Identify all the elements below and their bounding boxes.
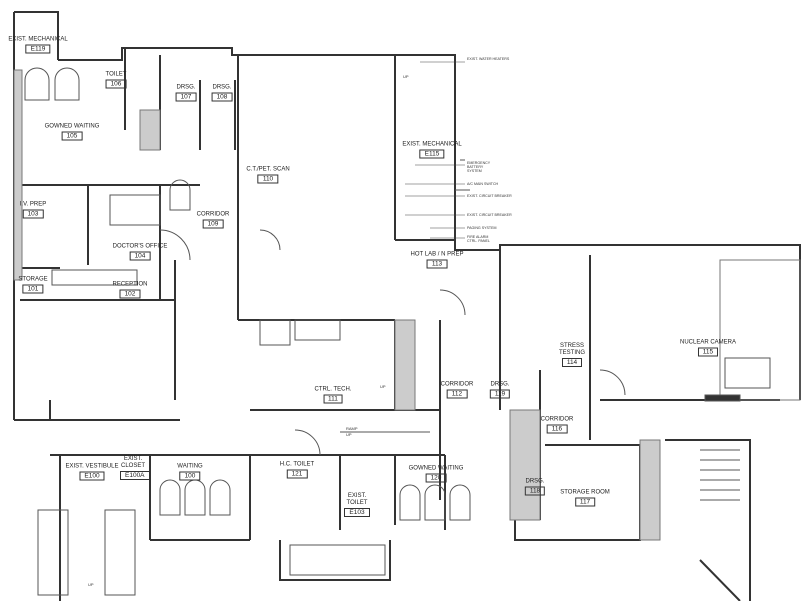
room-name: STRESS TESTING — [558, 343, 585, 356]
room-name: EXIST. MECHANICAL — [402, 141, 462, 148]
room-e100a: EXIST. CLOSET E100A — [120, 456, 150, 480]
room-name: C.T./PET. SCAN — [246, 166, 290, 173]
room-119: DRSG.119 — [489, 381, 511, 399]
room-name: CTRL. TECH. — [314, 386, 352, 393]
room-number: 121 — [286, 469, 308, 479]
room-name: NUCLEAR CAMERA — [679, 339, 737, 346]
note-ac-main-switch: A/C MAIN SWITCH — [467, 182, 499, 186]
room-name: GOWNED WAITING — [408, 465, 464, 472]
room-number: 108 — [211, 92, 233, 102]
room-number: 102 — [119, 289, 141, 299]
room-number: 118 — [524, 486, 546, 496]
room-name: CORRIDOR — [540, 416, 574, 423]
room-number: 101 — [22, 284, 44, 294]
room-name: GOWNED WAITING — [44, 123, 100, 130]
room-name: TOILET — [105, 71, 127, 78]
room-name: WAITING — [177, 463, 203, 470]
room-name: EXIST. TOILET — [346, 493, 368, 506]
ramp-up-label: UP — [346, 432, 352, 437]
room-number: E115 — [419, 149, 445, 159]
room-number: 109 — [202, 219, 224, 229]
room-name: EXIST. VESTIBULE — [65, 463, 119, 470]
room-number: 119 — [489, 389, 511, 399]
room-111: CTRL. TECH.111 — [314, 386, 352, 404]
room-name: STORAGE — [18, 276, 48, 283]
up-label: UP — [88, 582, 94, 587]
room-number: E100 — [79, 471, 105, 481]
room-number: 110 — [257, 174, 279, 184]
room-number: 120 — [425, 473, 447, 483]
room-name: DRSG. — [525, 478, 545, 485]
note-circuit-breaker-2: EXIST. CIRCUIT BREAKER — [467, 213, 512, 217]
room-name: I.V. PREP — [19, 201, 47, 208]
room-number: 107 — [175, 92, 197, 102]
room-number: E103 — [344, 508, 370, 517]
room-number: 114 — [561, 358, 583, 367]
room-number: 106 — [105, 79, 127, 89]
room-name: CORRIDOR — [196, 211, 230, 218]
room-number: 112 — [446, 389, 468, 399]
note-fire-alarm: FIRE ALARM CTRL. PANEL — [467, 235, 490, 243]
room-108: DRSG.108 — [211, 84, 233, 102]
note-emergency-battery: EMERGENCY BATTERY SYSTEM — [467, 161, 491, 173]
room-number: E119 — [25, 44, 51, 54]
room-name: RECEPTION — [112, 281, 148, 288]
up-label: UP — [380, 384, 386, 389]
room-number: 105 — [61, 131, 83, 141]
room-number: 116 — [546, 424, 568, 434]
room-number: E100A — [120, 471, 150, 480]
room-name: EXIST. CLOSET — [120, 456, 145, 469]
room-name: STORAGE ROOM — [560, 489, 610, 496]
note-circuit-breaker-1: EXIST. CIRCUIT BREAKER — [467, 194, 512, 198]
room-name: H.C. TOILET — [279, 461, 315, 468]
note-paging-system: PAGING SYSTEM — [467, 226, 497, 230]
room-name: DRSG. — [176, 84, 196, 91]
ramp-label: RAMP — [346, 426, 358, 431]
room-number: 117 — [574, 497, 596, 507]
room-name: CORRIDOR — [440, 381, 474, 388]
room-name: EXIST. MECHANICAL — [8, 36, 68, 43]
room-number: 100 — [179, 471, 201, 481]
room-number: 113 — [426, 259, 448, 269]
room-name: DRSG. — [212, 84, 232, 91]
room-name: HOT LAB / N PREP — [410, 251, 464, 258]
room-name: DRSG. — [490, 381, 510, 388]
room-number: 104 — [129, 251, 151, 261]
room-number: 115 — [697, 347, 719, 357]
room-118: DRSG.118 — [524, 478, 546, 496]
room-e103: EXIST. TOILET E103 — [344, 493, 370, 517]
room-name: DOCTOR'S OFFICE — [112, 243, 168, 250]
room-114: STRESS TESTING 114 — [552, 343, 592, 367]
note-water-heaters: EXIST. WATER HEATERS — [467, 57, 510, 61]
room-number: 103 — [22, 209, 44, 219]
room-number: 111 — [323, 394, 343, 404]
up-label: UP — [403, 74, 409, 79]
room-107: DRSG.107 — [175, 84, 197, 102]
